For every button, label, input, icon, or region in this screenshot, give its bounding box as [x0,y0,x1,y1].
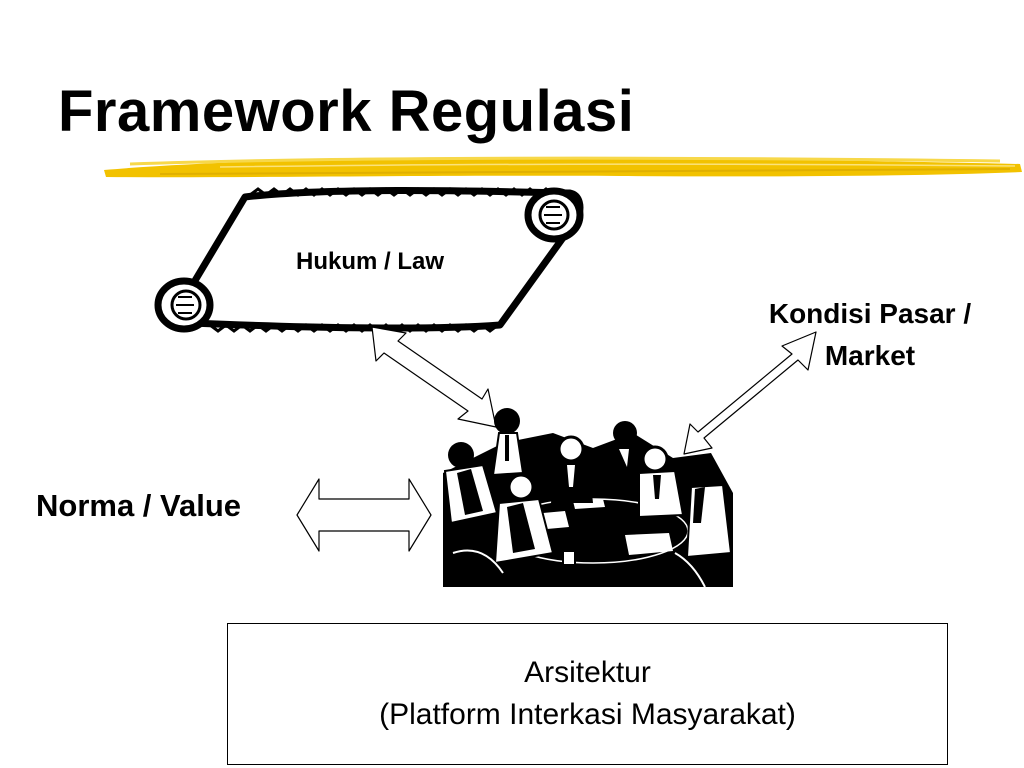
architecture-subtitle: (Platform Interkasi Masyarakat) [379,698,796,731]
market-label-line2: Market [824,340,916,371]
law-label: Hukum / Law [295,248,445,275]
norm-label: Norma / Value [36,488,242,523]
architecture-box: Arsitektur (Platform Interkasi Masyaraka… [227,623,948,765]
architecture-title: Arsitektur [524,656,651,689]
market-label: Kondisi Pasar / Market [730,293,1010,377]
business-meeting-illustration [443,408,733,587]
norm-meeting-double-arrow [296,478,432,552]
law-scroll-icon [154,187,584,333]
market-label-line1: Kondisi Pasar / [768,298,972,329]
yellow-brush-stroke [104,156,1022,178]
slide-title: Framework Regulasi [58,79,635,144]
market-meeting-double-arrow [683,331,817,455]
